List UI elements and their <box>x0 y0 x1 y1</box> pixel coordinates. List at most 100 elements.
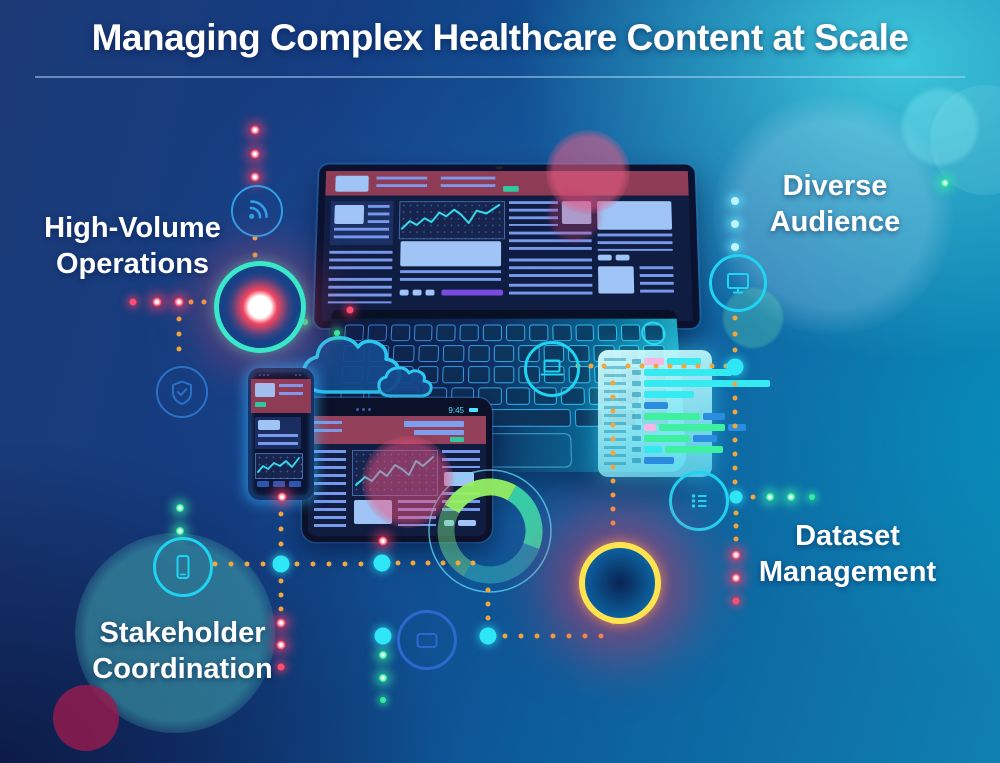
gantt-row-label <box>632 392 641 397</box>
monitor-icon-glyph <box>727 273 749 294</box>
phone-button <box>273 481 285 487</box>
dash-chip <box>425 289 435 296</box>
accent-dot <box>374 627 392 645</box>
page-title: Managing Complex Healthcare Content at S… <box>91 17 909 58</box>
dash-lines <box>399 270 502 286</box>
gantt-bar <box>644 402 668 409</box>
connector-dot <box>201 299 207 305</box>
keyboard-key <box>493 345 515 363</box>
accent-dot <box>176 504 184 512</box>
connector-dot <box>750 494 756 500</box>
line-chart-svg <box>400 202 504 238</box>
keyboard-key <box>443 345 465 363</box>
connector-dot <box>176 346 182 352</box>
gantt-row <box>632 369 1000 376</box>
laptop-icon-glyph <box>540 359 564 376</box>
accent-dot <box>174 297 184 307</box>
connector-dot <box>732 331 738 337</box>
label-line: Coordination <box>92 653 273 686</box>
connector-dot <box>278 578 284 584</box>
monitor-icon <box>709 254 767 312</box>
keyboard-key <box>468 345 490 363</box>
accent-dot <box>731 550 741 560</box>
gantt-row-label <box>632 359 641 364</box>
keyboard-key <box>621 324 641 342</box>
connector-dot <box>610 492 616 498</box>
connector-dot <box>278 592 284 598</box>
connector-dot <box>244 561 250 567</box>
dash-box <box>561 201 592 224</box>
accent-dot <box>787 493 795 501</box>
data-panel <box>598 350 770 477</box>
touchpad <box>480 433 573 468</box>
header-tile <box>335 175 369 192</box>
smartphone-icon-glyph <box>176 555 190 579</box>
header-bar <box>404 421 464 427</box>
tab-lines <box>314 492 346 528</box>
connector-dot <box>610 520 616 526</box>
card-lines <box>333 227 390 242</box>
phone-card <box>255 417 301 449</box>
accent-dot <box>250 172 260 182</box>
header-lines <box>279 384 303 397</box>
gantt-bar <box>665 446 723 453</box>
tab-lines <box>314 450 346 486</box>
gantt-bar <box>703 413 725 420</box>
gantt-bar <box>644 380 770 387</box>
list-icon-glyph <box>691 494 707 508</box>
connector-dot <box>582 633 588 639</box>
connector-dot <box>395 560 401 566</box>
gantt-row <box>632 457 1000 464</box>
keyboard-key <box>506 387 530 405</box>
dash-lines <box>508 231 592 253</box>
dash-chip <box>412 289 422 296</box>
phone-line-chart <box>255 453 303 479</box>
laptop-hinge <box>331 310 677 319</box>
glow-ring-red-core <box>214 261 306 353</box>
keyboard-key <box>598 324 618 342</box>
gantt-bar <box>644 435 690 442</box>
connector-dot <box>260 561 266 567</box>
laptop-screen <box>314 164 700 328</box>
connector-dot <box>518 633 524 639</box>
tablet-status-bar: 9:45 <box>308 404 486 416</box>
connector-dot <box>598 633 604 639</box>
accent-dot <box>729 490 743 504</box>
laptop-dashboard-header <box>325 171 689 196</box>
label-line: Management <box>758 556 937 589</box>
dash-bigbox <box>400 241 502 267</box>
connector-dot <box>310 561 316 567</box>
keyboard-key <box>482 324 503 342</box>
gantt-bar <box>644 446 662 453</box>
connector-dot <box>278 526 284 532</box>
tablet-icon <box>397 610 457 670</box>
glow-ring-yellow <box>579 542 661 624</box>
connector-dot <box>732 479 738 485</box>
phone-button <box>289 481 301 487</box>
accent-dot <box>152 297 162 307</box>
header-lines <box>376 176 428 190</box>
smartphone-device <box>248 368 314 500</box>
card-lines <box>258 434 298 446</box>
dash-lines <box>508 283 593 300</box>
dash-lines <box>597 233 673 251</box>
card-image <box>258 420 280 430</box>
connector-dot <box>733 536 739 542</box>
gantt-row-label <box>632 436 641 441</box>
connector-dot <box>610 506 616 512</box>
connector-dot <box>550 633 556 639</box>
gantt-row-label <box>632 381 641 386</box>
gantt-bar <box>644 457 674 464</box>
gantt-row <box>632 380 1000 387</box>
gantt-row-label <box>632 447 641 452</box>
status-dots <box>356 408 359 411</box>
shield-check-icon <box>156 366 208 418</box>
header-chip <box>503 186 519 192</box>
connector-dot <box>732 315 738 321</box>
dash-lines <box>508 258 593 280</box>
dash-card <box>329 201 394 246</box>
gantt-row <box>632 391 1000 398</box>
accent-dot <box>250 149 260 159</box>
gantt-row <box>632 358 1000 365</box>
accent-dot <box>129 298 137 306</box>
